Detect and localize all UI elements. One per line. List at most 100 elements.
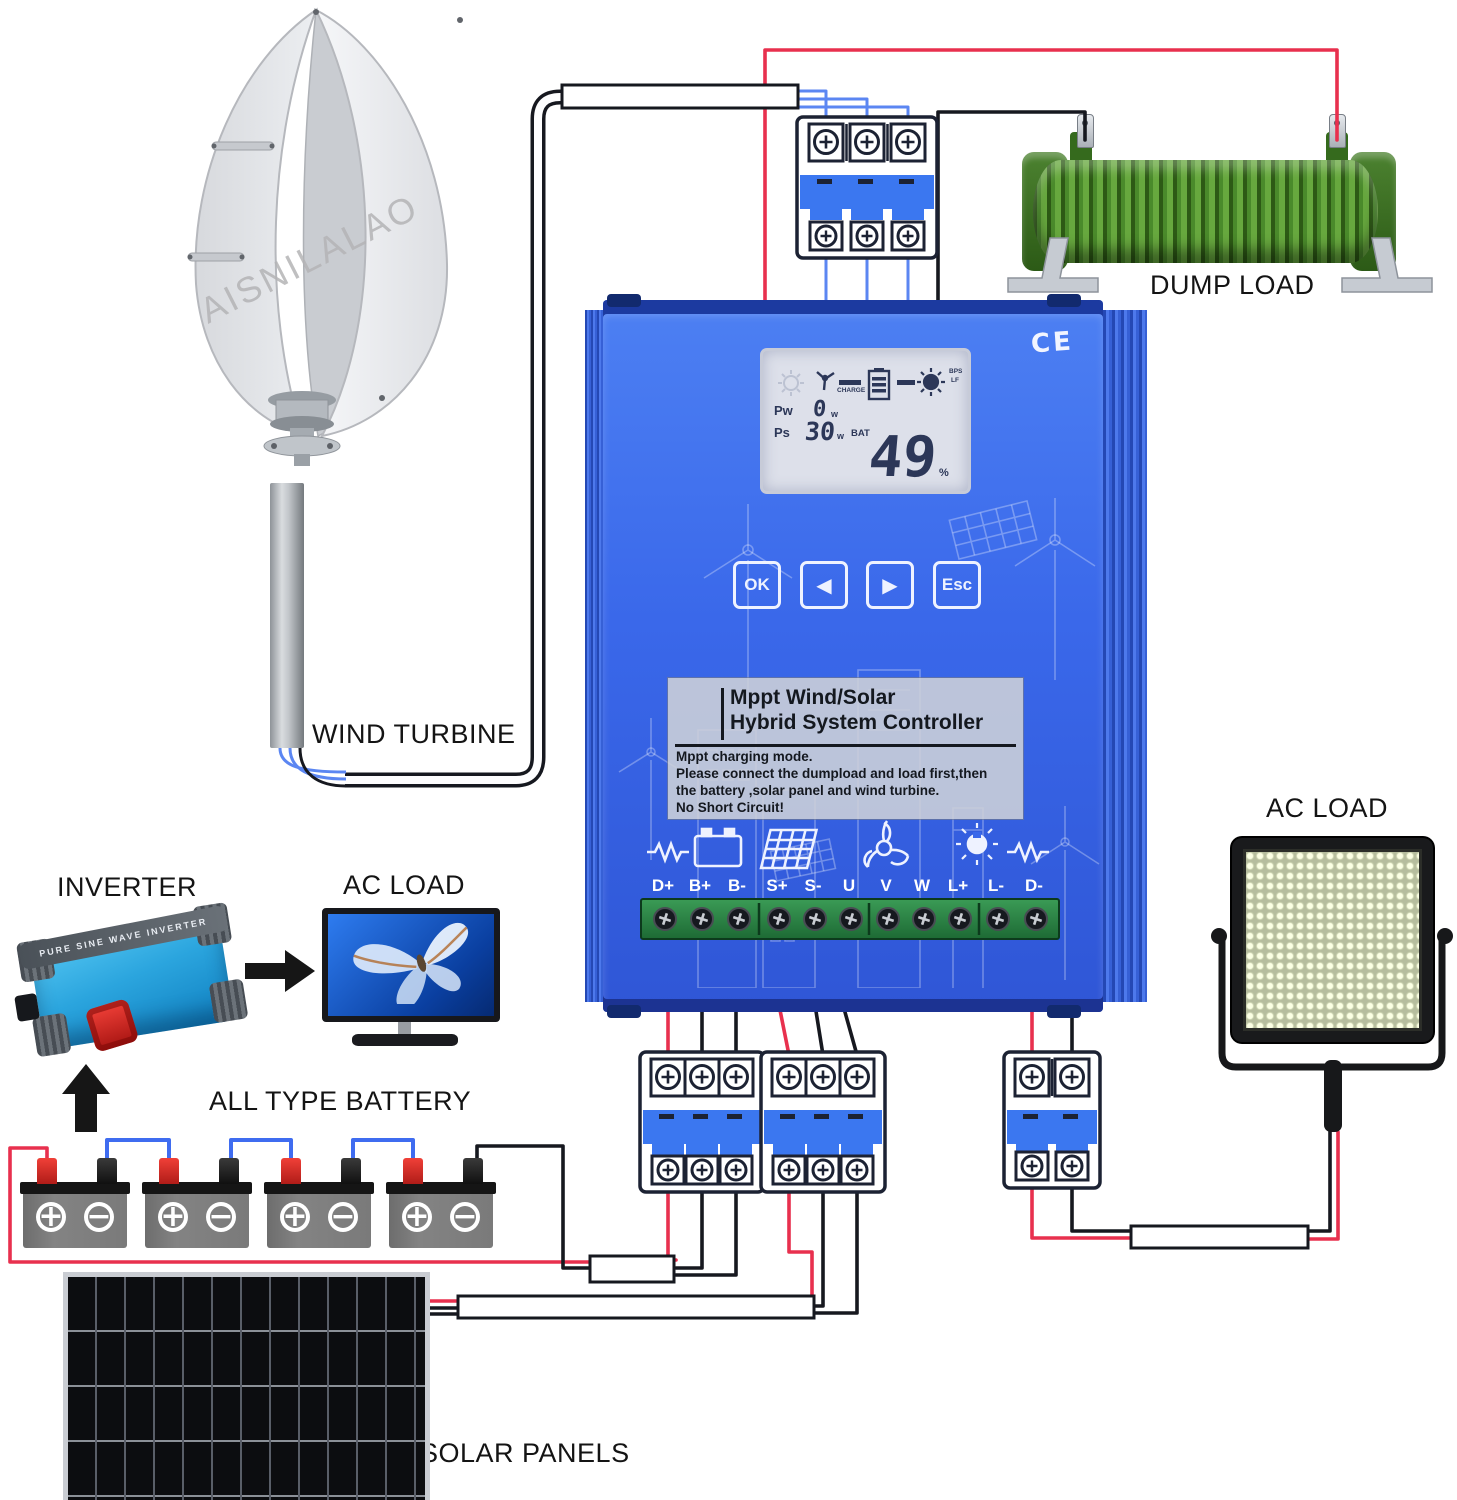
- battery-circuit-breaker: [638, 1050, 766, 1194]
- terminal-label-V: V: [880, 876, 892, 895]
- resistor-icon: [647, 840, 689, 864]
- hybrid-controller: CHARGE BPS LF Pw 0 w Ps 30 w BAT 49 % CE…: [585, 294, 1147, 1018]
- wire-s3-to-breaker: [841, 1003, 859, 1057]
- inverter-corner-cap: [31, 1012, 72, 1058]
- battery-plus-symbol: +: [280, 1202, 310, 1232]
- lcd-flag2: LF: [951, 377, 959, 384]
- skyline-turbine-icon: [618, 718, 684, 860]
- lcd-bat-label: BAT: [851, 428, 870, 439]
- wire-breaker-to-ferrule1-red: [666, 1184, 678, 1262]
- plate-body-line: the battery ,solar panel and wind turbin…: [676, 783, 940, 798]
- ac-load-left-label: AC LOAD: [343, 870, 466, 900]
- ce-mark: CE: [1030, 326, 1075, 360]
- battery-top-cap: [142, 1182, 252, 1194]
- right-arrow-icon: [245, 950, 315, 992]
- wire-battery-positive-main: [8, 1146, 592, 1264]
- battery-icon: [867, 368, 891, 401]
- battery-positive-post: [281, 1158, 301, 1184]
- lcd-ps-label: Ps: [774, 425, 790, 440]
- inverter-label: INVERTER: [57, 872, 198, 902]
- battery-minus-symbol: −: [328, 1202, 358, 1232]
- wind-cable-inner: [345, 93, 564, 784]
- skyline-solar-panel: [948, 499, 1038, 561]
- solar-panel-image: [63, 1272, 430, 1500]
- controller-bolt: [607, 1005, 641, 1018]
- controller-bolt: [607, 294, 641, 307]
- lcd-ps-unit: w: [837, 431, 845, 441]
- terminal-label-Bminus: B-: [728, 876, 746, 895]
- butterfly-graphic: [353, 922, 469, 1004]
- battery-plus-symbol: +: [158, 1202, 188, 1232]
- dump-load-resistor-coil: [1033, 160, 1378, 263]
- wire-solarbreaker-down-black2: [812, 1184, 859, 1315]
- terminal-label-Splus: S+: [766, 876, 788, 895]
- resistor-icon: [1007, 840, 1049, 864]
- ferrule-wind: [560, 83, 800, 110]
- battery-negative-post: [219, 1158, 239, 1184]
- terminal-screw: [876, 907, 900, 931]
- monitor-screen: [322, 908, 500, 1022]
- battery-jumper-1: [105, 1138, 171, 1162]
- terminal-screw: [986, 907, 1010, 931]
- controller-right-fins: [1103, 310, 1147, 1002]
- wind-turbine-label: WIND TURBINE: [312, 719, 516, 749]
- light-stem: [1324, 1060, 1342, 1132]
- wire-ferrule3-to-light-red: [1306, 1130, 1340, 1241]
- ferrule-load: [1129, 1224, 1310, 1250]
- battery-plus-symbol: +: [36, 1202, 66, 1232]
- battery-positive-post: [403, 1158, 423, 1184]
- terminal-label-Dplus: D+: [651, 876, 675, 895]
- battery-top-cap: [264, 1182, 374, 1194]
- plate-body-line: No Short Circuit!: [676, 800, 784, 815]
- battery-jumper-2: [229, 1138, 293, 1162]
- turbine-pole: [270, 483, 304, 748]
- lcd-soc-value: 49: [866, 425, 940, 490]
- skyline-turbine-icon: [1014, 498, 1096, 680]
- monitor-neck: [398, 1022, 411, 1036]
- controller-bolt: [1047, 1005, 1081, 1018]
- wire-breaker-to-ferrule1-black1: [674, 1184, 704, 1270]
- terminal-screw: [690, 907, 714, 931]
- turbine-blade-right: [313, 7, 449, 438]
- battery-negative-post: [463, 1158, 483, 1184]
- dump-load-brackets: [1007, 237, 1433, 293]
- wind-circuit-breaker: [795, 115, 939, 260]
- terminal-block: [640, 898, 1060, 940]
- terminal-label-Sminus: S-: [804, 876, 822, 895]
- dump-load-label: DUMP LOAD: [1150, 270, 1315, 300]
- wire-solarbreaker-down-black1: [812, 1184, 825, 1308]
- terminal-icon-row: [647, 820, 1049, 870]
- light-bracket-knob: [1437, 928, 1453, 944]
- wind-wire-v: [288, 747, 347, 781]
- wire-breaker-to-ferrule1-black2: [674, 1184, 738, 1277]
- battery-unit: + −: [264, 1158, 374, 1248]
- battery-plus-symbol: +: [402, 1202, 432, 1232]
- battery-minus-symbol: −: [450, 1202, 480, 1232]
- controller-button-: ◀: [800, 561, 848, 609]
- skyline-turbine-icon: [703, 504, 793, 690]
- plate-body-line: Mppt charging mode.: [676, 749, 813, 764]
- plate-title-line2: Hybrid System Controller: [730, 711, 984, 734]
- battery-negative-post: [341, 1158, 361, 1184]
- ferrule-solar: [456, 1294, 816, 1320]
- terminal-label-Bplus: B+: [688, 876, 712, 895]
- battery-jumper-3: [351, 1138, 415, 1162]
- wire-solarbreaker-down-red: [787, 1184, 814, 1302]
- wind-turbine-image: AISNILALAO: [187, 7, 463, 466]
- controller-button-esc: Esc: [933, 561, 981, 609]
- controller-button-: ▶: [866, 561, 914, 609]
- plate-title-line1: Mppt Wind/Solar: [730, 686, 896, 709]
- terminal-screw: [948, 907, 972, 931]
- battery-positive-post: [37, 1158, 57, 1184]
- wire-loadbreaker-to-ferrule3-red: [1030, 1180, 1133, 1240]
- lcd-pw-unit: w: [831, 409, 839, 419]
- terminal-screw: [912, 907, 936, 931]
- controller-label-plate: Mppt Wind/Solar Hybrid System Controller…: [668, 678, 1023, 819]
- lcd-icon-row: [778, 368, 945, 401]
- ferrule-battery: [588, 1254, 676, 1284]
- inverter-cable-stub: [14, 992, 40, 1023]
- battery-minus-symbol: −: [84, 1202, 114, 1232]
- controller-left-fins: [585, 310, 603, 1002]
